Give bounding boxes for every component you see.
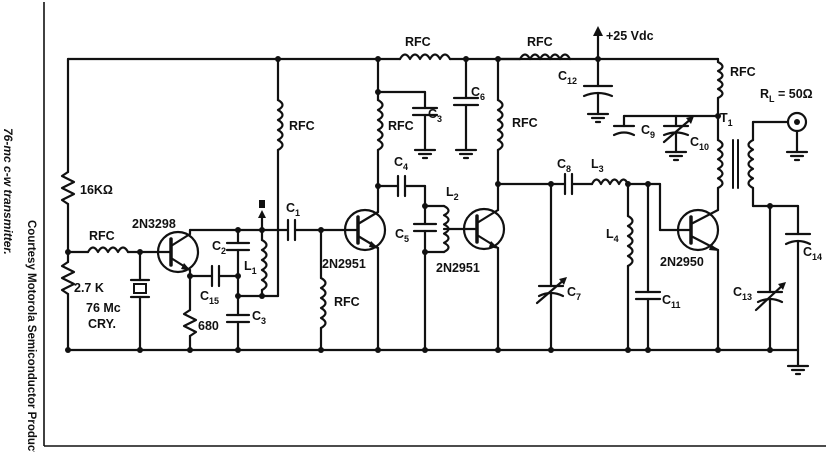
label-c2: C2 (212, 239, 226, 256)
label-c13: C13 (733, 285, 752, 302)
capacitor-c3-bottom (225, 274, 251, 353)
label-c7: C7 (567, 285, 581, 302)
resistor-680 (182, 308, 198, 338)
label-rfc-top-2: RFC (527, 35, 553, 49)
label-c5: C5 (395, 227, 409, 244)
capacitor-c2 (225, 228, 251, 278)
capacitor-c10 (662, 114, 694, 162)
transistor-q2 (343, 208, 387, 252)
capacitor-c4 (376, 174, 428, 209)
label-c6: C6 (471, 85, 485, 102)
resistor-16k (60, 170, 76, 206)
label-l2: L2 (446, 185, 459, 202)
transistor-q4 (676, 208, 720, 252)
rfc-top-2 (496, 53, 572, 61)
label-c8: C8 (557, 157, 571, 174)
transformer-t1 (716, 114, 755, 190)
label-t1: T1 (720, 111, 733, 128)
capacitor-c3-top (376, 90, 439, 160)
rfc-q2-base (319, 276, 327, 330)
rfc-q2-collector (376, 98, 384, 152)
capacitor-c15 (188, 264, 241, 288)
label-16k: 16KΩ (80, 183, 113, 197)
capacitor-c8 (549, 172, 594, 196)
rfc-q3-collector (496, 98, 504, 152)
label-rfc-l1: RFC (289, 119, 315, 133)
label-q4: 2N2950 (660, 255, 704, 269)
crystal-76mc (129, 250, 151, 353)
label-q3: 2N2951 (436, 261, 480, 275)
label-rfc-top-1: RFC (405, 35, 431, 49)
label-rfc-q3: RFC (512, 116, 538, 130)
capacitor-c1 (260, 218, 347, 242)
label-c4: C4 (394, 155, 408, 172)
capacitor-c12 (582, 57, 614, 124)
transistor-q1 (156, 230, 200, 274)
rfc-top-1 (376, 53, 500, 61)
test-point-arrow (258, 200, 266, 232)
figure-caption: 76-mc c-w transmitter. (1, 128, 15, 255)
label-l1: L1 (244, 259, 257, 276)
label-c3-bottom: C3 (252, 309, 266, 326)
capacitor-c7 (535, 182, 567, 353)
label-c1: C1 (286, 201, 300, 218)
label-76mc: 76 Mc (86, 301, 121, 315)
label-c14: C14 (803, 245, 822, 262)
capacitor-c14 (768, 204, 812, 352)
capacitor-c13 (754, 204, 786, 353)
tank-c5-l2 (412, 204, 450, 353)
label-c12: C12 (558, 69, 577, 86)
label-rfc-q2: RFC (388, 119, 414, 133)
label-2k7: 2.7 K (74, 281, 104, 295)
label-rl: RL = 50Ω (760, 87, 813, 104)
label-rfc-q4: RFC (730, 65, 756, 79)
ground-symbol-main (786, 364, 810, 376)
label-supply: +25 Vdc (606, 29, 654, 43)
inductor-l1 (260, 228, 268, 298)
capacitor-c9 (612, 114, 720, 137)
inductor-l4 (625, 182, 634, 353)
rfc-q4-collector (716, 60, 724, 100)
capacitor-c6 (452, 56, 480, 160)
capacitor-c11 (634, 182, 662, 353)
label-c10: C10 (690, 135, 709, 152)
rfc-q1-base (86, 246, 130, 254)
label-q1: 2N3298 (132, 217, 176, 231)
rfc-l1-feed (276, 98, 284, 152)
label-c3-top: C3 (428, 107, 442, 124)
resistor-2k7 (60, 260, 76, 296)
label-680: 680 (198, 319, 219, 333)
label-c11: C11 (662, 293, 681, 310)
transistor-q3 (462, 207, 506, 251)
output-connector (785, 111, 809, 162)
label-c15: C15 (200, 289, 219, 306)
label-l4: L4 (606, 227, 619, 244)
label-rfc-q1: RFC (89, 229, 115, 243)
label-crystal: CRY. (88, 317, 116, 331)
supply-terminal (593, 26, 603, 61)
label-q2: 2N2951 (322, 257, 366, 271)
inductor-l3 (590, 178, 630, 186)
label-rfc-q2-base: RFC (334, 295, 360, 309)
figure-credit: Courtesy Motorola Semiconductor Products (25, 220, 37, 452)
label-c9: C9 (641, 123, 655, 140)
label-l3: L3 (591, 157, 604, 174)
